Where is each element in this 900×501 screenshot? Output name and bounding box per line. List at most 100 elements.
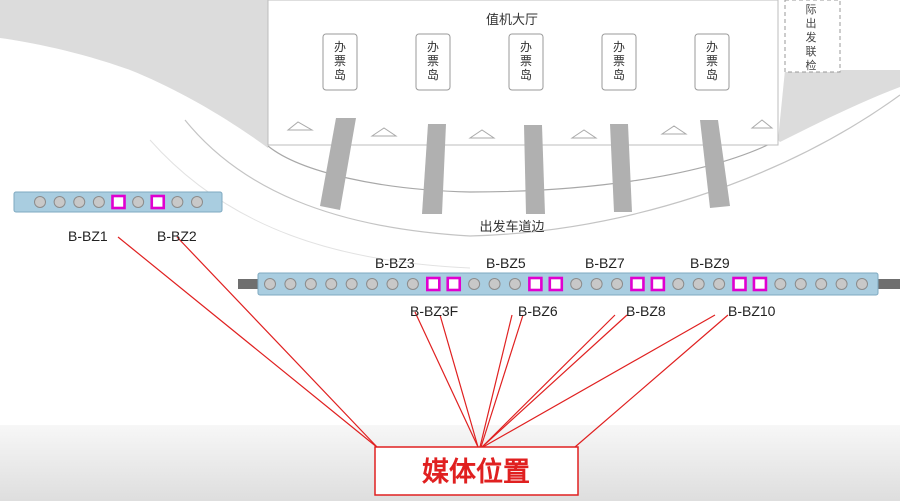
curb-outer-curve <box>184 94 900 237</box>
media-slot-highlight <box>111 194 126 210</box>
counter-box <box>322 33 358 91</box>
bridge-4 <box>610 124 632 212</box>
curb-outer-curve-2 <box>149 139 471 269</box>
counter-box <box>694 33 730 91</box>
platform-slot <box>284 278 297 290</box>
media-slot-highlight <box>426 276 441 292</box>
media-labels: B-BZ1 B-BZ2 B-BZ3 B-BZ3F B-BZ5 B-BZ6 B-B… <box>68 228 776 319</box>
media-slot-highlight <box>630 276 645 292</box>
platform-slot <box>304 278 317 290</box>
leader-bz3f <box>439 314 479 448</box>
inspection-label: 际出发联检 <box>806 3 817 72</box>
platform-slot <box>132 196 145 208</box>
platform-slot <box>611 278 624 290</box>
platform-slot <box>570 278 583 290</box>
counter-label: 办票岛 <box>520 39 532 82</box>
platform-slot <box>171 196 184 208</box>
media-label-bz9: B-BZ9 <box>690 255 730 271</box>
media-label-bz5: B-BZ5 <box>486 255 526 271</box>
right-platform-end-right <box>872 279 900 289</box>
curb-inner-curve <box>267 139 779 193</box>
platform-slot <box>835 278 848 290</box>
media-label-bz3f: B-BZ3F <box>410 303 458 319</box>
terrain-right <box>778 70 900 142</box>
media-label-bz10: B-BZ10 <box>728 303 776 319</box>
platform-slot <box>794 278 807 290</box>
check-in-counter: 办票岛 <box>694 33 730 91</box>
hall-label: 值机大厅 <box>486 12 538 28</box>
bridge-5 <box>700 120 730 208</box>
check-in-counter: 办票岛 <box>415 33 451 91</box>
leader-bz5 <box>479 314 513 448</box>
platform-slot <box>92 196 105 208</box>
media-slot-highlight <box>752 276 768 292</box>
platform-slot <box>34 196 46 208</box>
counter-label: 办票岛 <box>706 39 718 82</box>
check-in-counter: 办票岛 <box>322 33 358 91</box>
platform-slot <box>713 278 726 290</box>
legend-box <box>374 446 579 496</box>
media-slot-highlight <box>650 276 666 292</box>
right-platform-slots <box>264 276 868 292</box>
left-platform <box>13 191 223 213</box>
media-label-bz2: B-BZ2 <box>157 228 197 244</box>
platform-slot <box>264 278 276 290</box>
media-slot-highlight <box>446 276 462 292</box>
inspection-panel <box>784 0 841 73</box>
bridge-1 <box>320 118 356 210</box>
legend: 媒体位置 <box>374 446 579 496</box>
terrain-left <box>0 0 268 148</box>
leader-bz6 <box>480 314 524 448</box>
media-label-bz1: B-BZ1 <box>68 228 108 244</box>
platform-slot <box>366 278 379 290</box>
media-label-bz6: B-BZ6 <box>518 303 558 319</box>
media-slot-highlight <box>528 276 543 292</box>
platform-slot <box>73 196 86 208</box>
media-label-bz7: B-BZ7 <box>585 255 625 271</box>
platform-slot <box>856 278 868 290</box>
platform-slot <box>468 278 481 290</box>
check-in-counter: 办票岛 <box>508 33 544 91</box>
platform-slot <box>488 278 501 290</box>
terminal-building: 值机大厅 办票岛 办票岛 办票岛 办票岛 办票岛 际出发联检 <box>267 0 841 214</box>
platform-slot <box>692 278 705 290</box>
leader-bz9 <box>482 314 716 448</box>
counter-box <box>601 33 637 91</box>
bridges <box>320 118 730 214</box>
media-label-bz3: B-BZ3 <box>375 255 415 271</box>
right-platform-end-left <box>238 279 262 289</box>
media-slot-highlight <box>150 194 166 210</box>
leader-bz3 <box>414 311 479 448</box>
leader-bz2 <box>176 236 379 449</box>
media-label-bz8: B-BZ8 <box>626 303 666 319</box>
counter-box <box>508 33 544 91</box>
curb-label: 出发车道边 <box>479 219 544 235</box>
platform-slot <box>672 278 685 290</box>
platform-slot <box>406 278 419 290</box>
counter-label: 办票岛 <box>613 39 625 82</box>
media-slot-highlight <box>548 276 564 292</box>
check-in-counters: 办票岛 办票岛 办票岛 办票岛 办票岛 <box>322 33 730 91</box>
platform-slot <box>325 278 338 290</box>
leader-bz7 <box>481 314 616 448</box>
leader-bz8 <box>481 314 628 448</box>
curb-shelters <box>286 119 774 139</box>
platform-slot <box>590 278 603 290</box>
terrain <box>0 0 900 269</box>
leader-lines <box>117 236 729 449</box>
counter-label: 办票岛 <box>427 39 439 82</box>
counter-box <box>415 33 451 91</box>
leader-bz1 <box>117 236 379 449</box>
legend-text: 媒体位置 <box>422 456 530 488</box>
left-platform-slots <box>34 194 203 210</box>
bridge-3 <box>524 125 545 214</box>
platform-slot <box>386 278 399 290</box>
bridge-2 <box>422 124 446 214</box>
media-slot-highlight <box>732 276 747 292</box>
leader-bz10 <box>574 314 729 448</box>
platform-slot <box>774 278 787 290</box>
platform-slot <box>508 278 521 290</box>
platform-slot <box>815 278 828 290</box>
